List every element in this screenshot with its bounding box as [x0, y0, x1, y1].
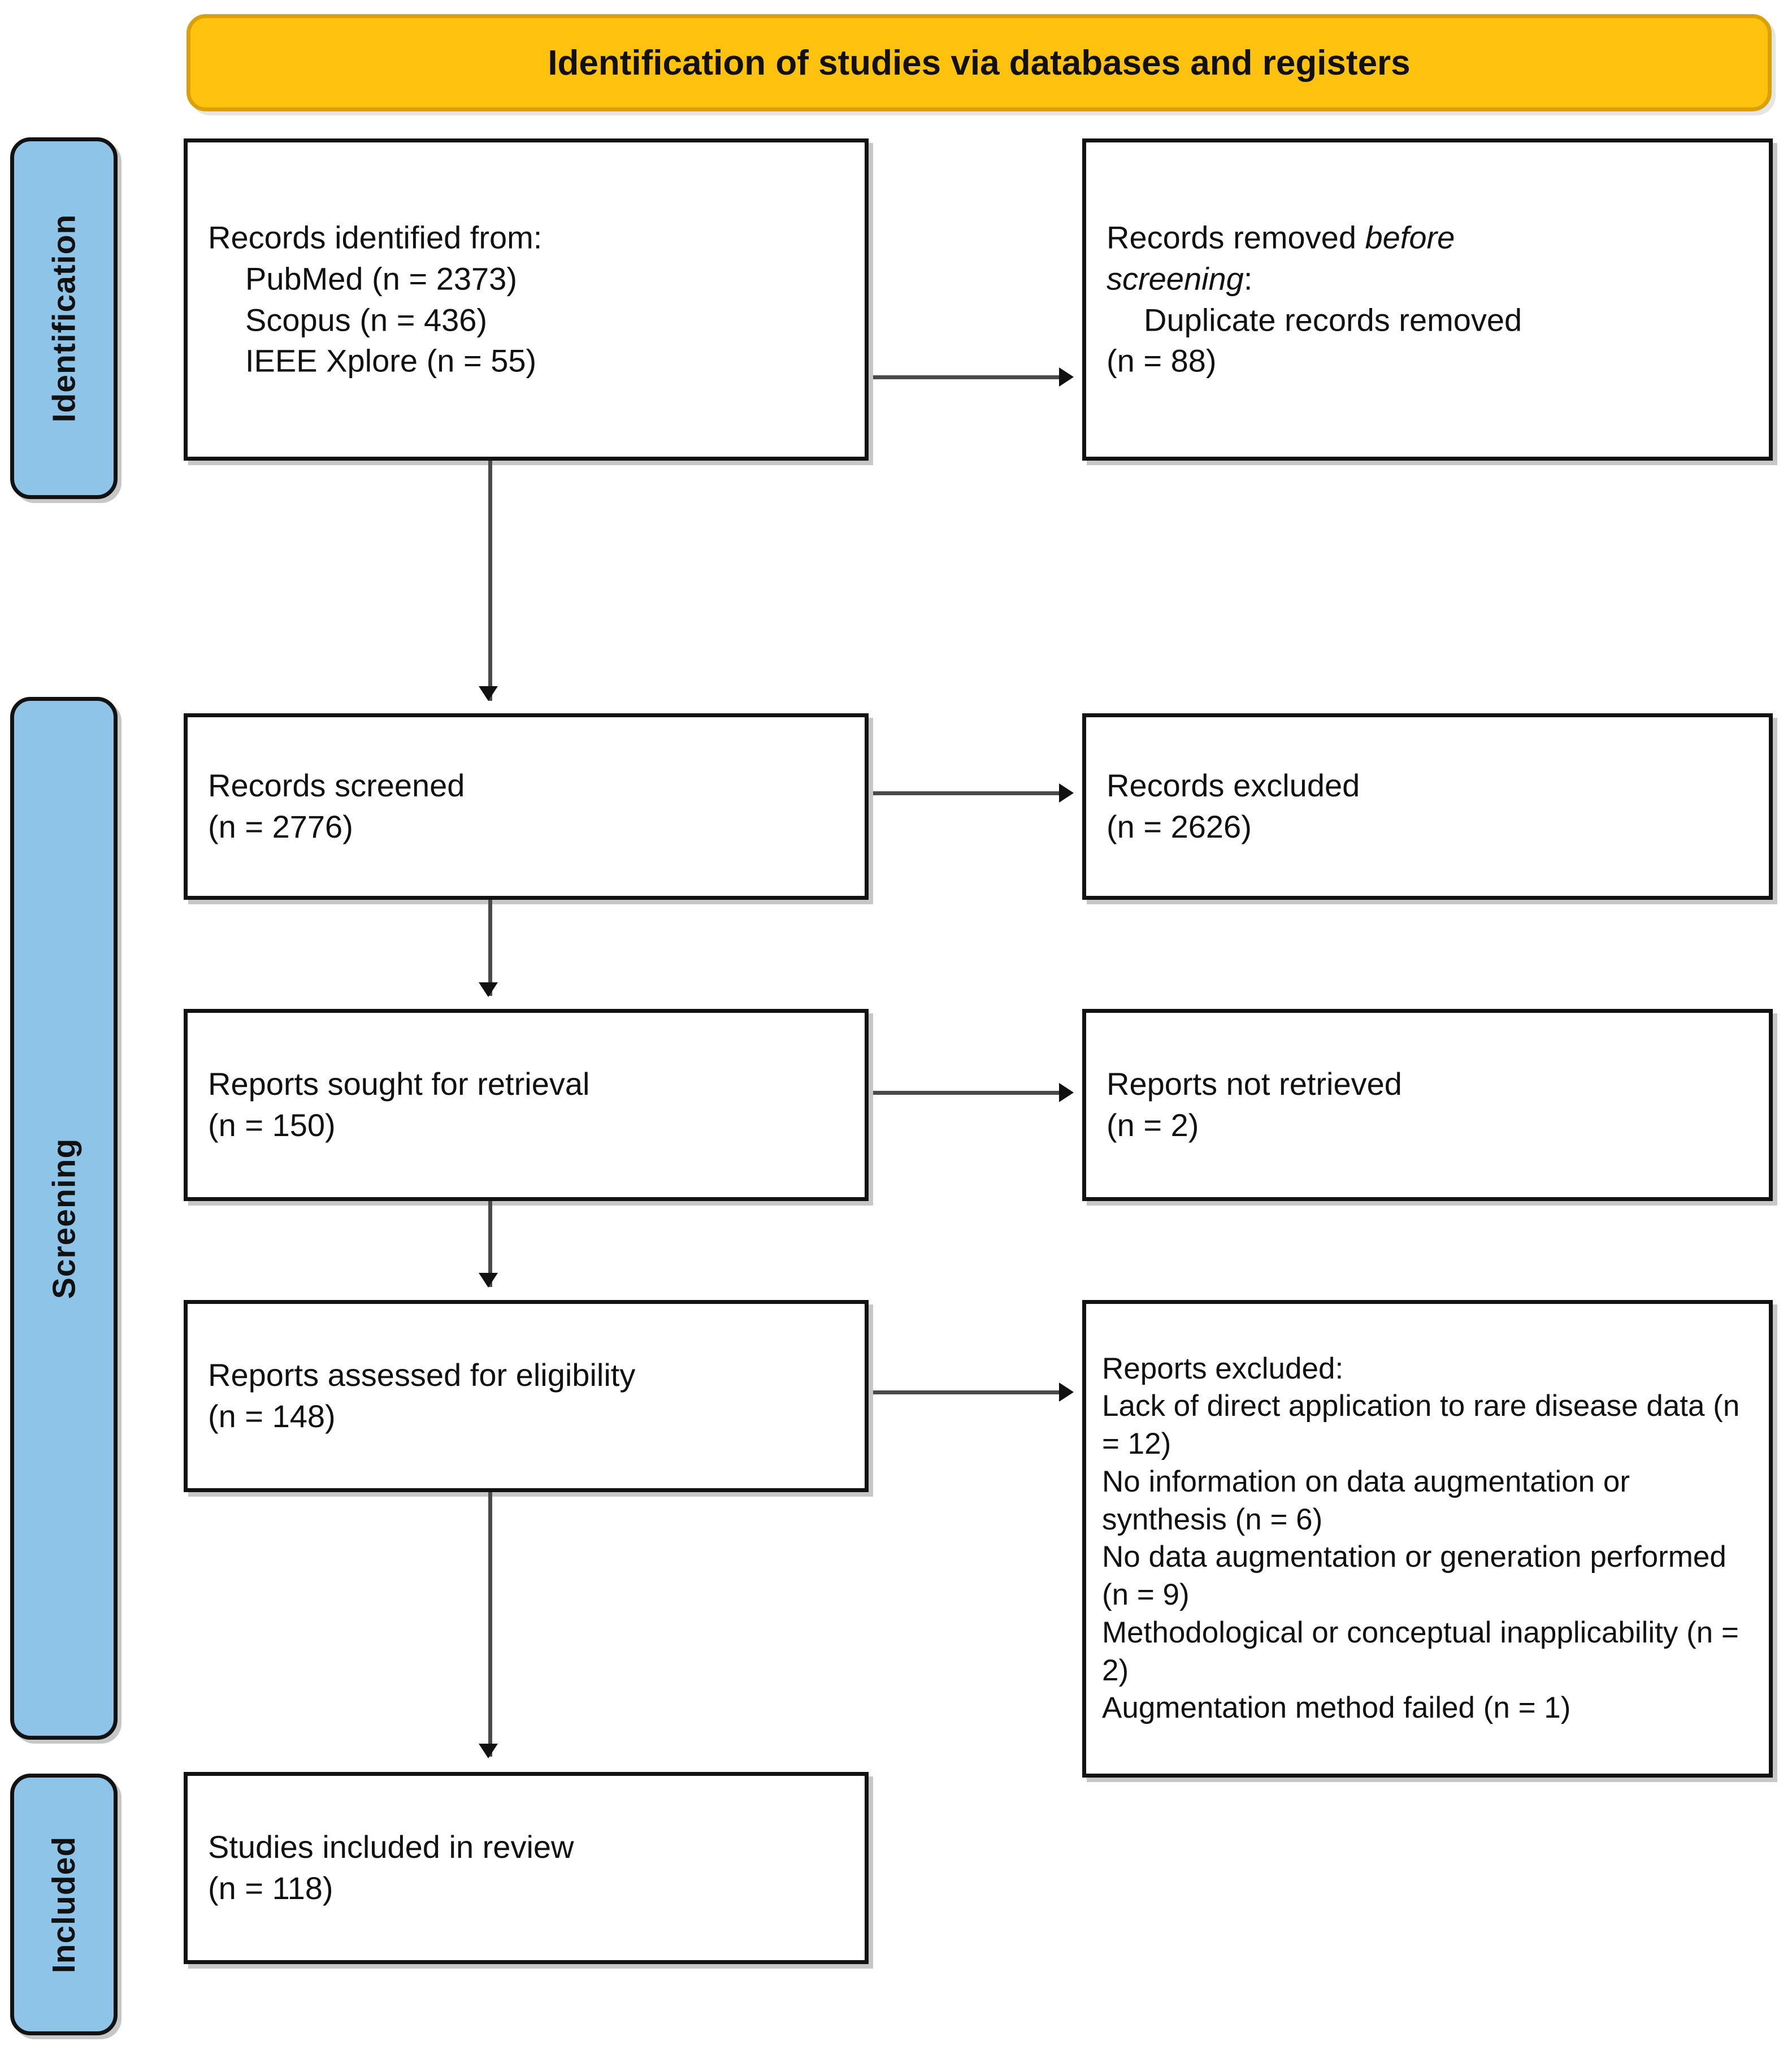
connector-screened-to-excluded — [873, 791, 1068, 795]
phase-label-included: Included — [10, 1774, 118, 2035]
box-reports-assessed: Reports assessed for eligibility (n = 14… — [184, 1300, 869, 1492]
arrowhead-right-icon — [1059, 367, 1074, 387]
exclusion-reason: Methodological or conceptual inapplicabi… — [1102, 1616, 1739, 1687]
exclusion-reason: No data augmentation or generation perfo… — [1102, 1540, 1726, 1612]
exclusion-reason: No information on data augmentation or s… — [1102, 1464, 1630, 1536]
box-count: (n = 2626) — [1107, 809, 1252, 844]
arrowhead-down-icon — [479, 982, 498, 997]
box-reports-not-retrieved: Reports not retrieved (n = 2) — [1082, 1009, 1773, 1201]
arrowhead-right-icon — [1059, 783, 1074, 803]
box-studies-included: Studies included in review (n = 118) — [184, 1772, 869, 1964]
box-heading-line2: screening: — [1107, 258, 1748, 300]
arrowhead-down-icon — [479, 1744, 498, 1758]
box-count: (n = 118) — [208, 1870, 333, 1906]
box-label: Reports sought for retrieval — [208, 1066, 590, 1102]
phase-label-screening: Screening — [10, 697, 118, 1740]
exclusion-reason: Lack of direct application to rare disea… — [1102, 1389, 1740, 1461]
connector-sought-to-notretrieved — [873, 1091, 1068, 1095]
box-reports-excluded-reasons: Reports excluded: Lack of direct applica… — [1082, 1300, 1773, 1778]
box-heading: Records removed before — [1107, 217, 1748, 258]
heading-emphasis: before — [1365, 219, 1455, 255]
box-heading: Reports excluded: — [1102, 1351, 1344, 1385]
exclusion-reason: Augmentation method failed (n = 1) — [1102, 1691, 1571, 1725]
source-pubmed: PubMed (n = 2373) — [245, 261, 517, 297]
connector-sought-to-assessed — [488, 1201, 492, 1287]
source-scopus: Scopus (n = 436) — [245, 302, 488, 337]
box-records-screened: Records screened (n = 2776) — [184, 713, 869, 900]
phase-label-text: Included — [46, 1836, 83, 1973]
box-records-identified: Records identified from: PubMed (n = 237… — [184, 138, 869, 461]
box-label: Records screened — [208, 768, 465, 804]
box-records-excluded: Records excluded (n = 2626) — [1082, 713, 1773, 900]
box-label: Reports not retrieved — [1107, 1066, 1402, 1102]
box-count: (n = 150) — [208, 1107, 336, 1143]
duplicate-records-removed: Duplicate records removed — [1144, 302, 1522, 337]
box-label: Studies included in review — [208, 1829, 574, 1865]
duplicate-records-count: (n = 88) — [1107, 343, 1217, 379]
box-reports-sought: Reports sought for retrieval (n = 150) — [184, 1009, 869, 1201]
arrowhead-right-icon — [1059, 1382, 1074, 1402]
box-count: (n = 2776) — [208, 809, 353, 844]
page-title: Identification of studies via databases … — [548, 43, 1411, 83]
connector-identified-to-removed — [873, 375, 1068, 379]
heading-prefix: Records removed — [1107, 219, 1365, 255]
connector-assessed-to-reportsexcluded — [873, 1390, 1068, 1394]
box-heading: Records identified from: — [208, 219, 543, 255]
box-count: (n = 148) — [208, 1398, 336, 1434]
connector-assessed-to-included — [488, 1492, 492, 1757]
box-label: Reports assessed for eligibility — [208, 1357, 636, 1393]
connector-identified-to-screened — [488, 461, 492, 701]
phase-label-text: Identification — [46, 214, 83, 423]
box-records-removed: Records removed before screening: Duplic… — [1082, 138, 1773, 461]
arrowhead-down-icon — [479, 686, 498, 701]
box-label: Records excluded — [1107, 768, 1360, 804]
phase-label-text: Screening — [46, 1138, 82, 1299]
source-ieee-xplore: IEEE Xplore (n = 55) — [245, 343, 537, 379]
connector-screened-to-sought — [488, 900, 492, 996]
heading-emphasis-2: screening — [1107, 261, 1244, 297]
arrowhead-down-icon — [479, 1273, 498, 1288]
heading-suffix: : — [1243, 261, 1253, 297]
diagram-header-banner: Identification of studies via databases … — [186, 14, 1772, 111]
phase-label-identification: Identification — [10, 137, 118, 499]
box-count: (n = 2) — [1107, 1107, 1199, 1143]
arrowhead-right-icon — [1059, 1083, 1074, 1102]
